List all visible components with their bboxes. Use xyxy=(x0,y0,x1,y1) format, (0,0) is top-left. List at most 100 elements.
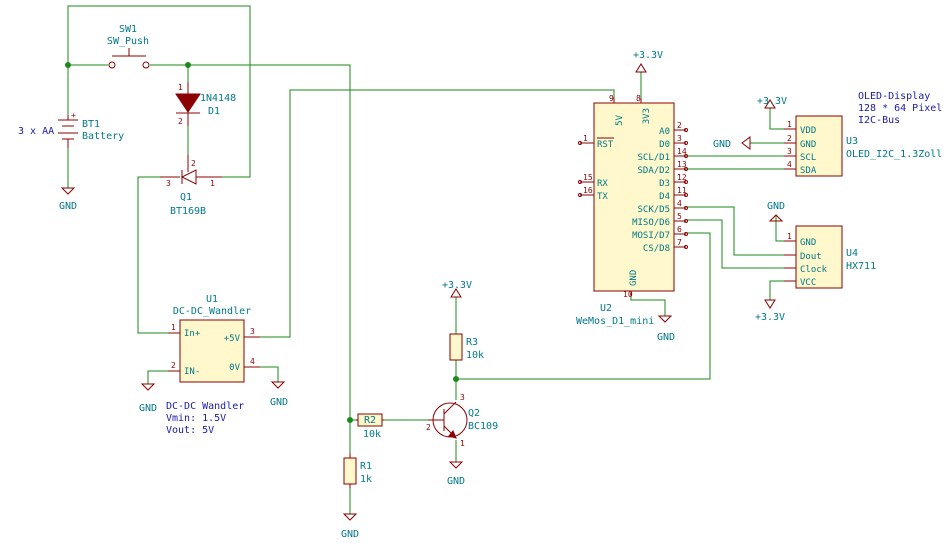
svg-text:GND: GND xyxy=(657,332,675,343)
gnd-symbol-bt1: GND xyxy=(59,187,77,212)
u3-pin-label: GND xyxy=(800,140,816,150)
sw1-ref: SW1 xyxy=(119,24,137,35)
r3-value: 10k xyxy=(466,350,484,361)
u2-ref: U2 xyxy=(600,303,612,314)
u2-label-5v: 5V xyxy=(615,114,625,125)
u3-value: OLED_I2C_1.3Zoll xyxy=(846,149,942,160)
u4-pin-label: VCC xyxy=(800,278,816,288)
u4-pin-label: GND xyxy=(800,238,816,248)
u3-ref: U3 xyxy=(846,136,858,147)
u1-ref: U1 xyxy=(206,294,218,305)
u1-note3: Vout: 5V xyxy=(166,425,214,436)
u2-right-pin-label: D3 xyxy=(659,179,670,189)
u1-note1: DC-DC Wandler xyxy=(166,401,244,412)
svg-text:GND: GND xyxy=(713,139,731,150)
u2-right-pin-num: 4 xyxy=(677,199,682,208)
resistor-r1: R1 1k xyxy=(343,453,372,488)
q2-pin2: 2 xyxy=(426,423,431,432)
q2-pin3: 3 xyxy=(460,393,465,402)
u2-right-pin-label: SCL/D1 xyxy=(637,153,670,163)
junctions xyxy=(65,62,459,423)
u2-pin9: 9 xyxy=(609,94,614,103)
d1-pin1: 1 xyxy=(178,83,183,92)
battery-bt1: + BT1 Battery 3 x AA xyxy=(18,111,124,148)
battery-plus: + xyxy=(71,111,76,120)
resistor-r3: R3 10k xyxy=(449,333,484,361)
u2-right-pin-label: A0 xyxy=(659,127,670,137)
u2-right-pin-num: 12 xyxy=(677,173,687,182)
r3-ref: R3 xyxy=(466,337,478,348)
u2-right-pin-label: MISO/D6 xyxy=(632,218,670,228)
dcdc-u1: In+ IN- +5V 0V 1 2 3 4 U1 DC-DC_Wandler … xyxy=(166,294,260,436)
u4-ref: U4 xyxy=(846,248,858,259)
svg-text:GND: GND xyxy=(270,397,288,408)
u2-left-pin-num: 1 xyxy=(583,134,588,143)
u1-note2: Vmin: 1.5V xyxy=(166,413,226,424)
vcc-symbol-r3: +3.3V xyxy=(442,280,472,298)
q1-ref: Q1 xyxy=(180,192,192,203)
u2-left-pin-num: 15 xyxy=(583,173,593,182)
sw1-value: SW_Push xyxy=(107,36,149,47)
d1-pin2: 2 xyxy=(178,117,183,126)
q2-pin1: 1 xyxy=(460,439,465,448)
u2-left-pin-label: TX xyxy=(597,192,608,202)
bt1-value: Battery xyxy=(82,131,124,142)
d1-value: 1N4148 xyxy=(200,93,236,104)
thyristor-q1: 2 3 1 Q1 BT169B xyxy=(160,155,222,217)
svg-text:+3.3V: +3.3V xyxy=(755,312,785,323)
u2-right-pin-num: 3 xyxy=(677,134,682,143)
u2-right-pin-label: MOSI/D7 xyxy=(632,231,670,241)
u1-pin-inm: IN- xyxy=(184,367,200,377)
u1-pin-5v: +5V xyxy=(224,334,241,344)
svg-text:GND: GND xyxy=(447,476,465,487)
u2-pin8: 8 xyxy=(636,94,641,103)
svg-text:+3.3V: +3.3V xyxy=(633,50,663,61)
u2-pin10: 10 xyxy=(623,290,633,299)
q2-value: BC109 xyxy=(468,421,498,432)
u2-right-pin-num: 13 xyxy=(677,160,687,169)
q1-pin2: 2 xyxy=(191,159,196,168)
gnd-symbol-u4: GND xyxy=(767,201,785,222)
transistor-q2: 2 3 1 Q2 BC109 xyxy=(426,393,498,448)
svg-text:+3.3V: +3.3V xyxy=(757,96,787,107)
u1-pn2: 2 xyxy=(171,361,176,370)
u2-right-pin-num: 2 xyxy=(677,121,682,130)
r2-ref: R2 xyxy=(364,415,376,426)
u1-pn1: 1 xyxy=(171,323,176,332)
u1-pin-0v: 0V xyxy=(229,363,240,373)
u2-right-pins: 2A03D014SCL/D113SDA/D212D311D44SCK/D55MI… xyxy=(632,121,688,254)
gnd-symbol-u1-out: GND xyxy=(270,381,288,408)
u2-right-pin-label: SDA/D2 xyxy=(637,166,670,176)
u2-label-gnd: GND xyxy=(629,270,639,286)
svg-text:GND: GND xyxy=(59,201,77,212)
u2-right-pin-num: 14 xyxy=(677,147,687,156)
u2-left-pin-num: 16 xyxy=(583,186,593,195)
d1-ref: D1 xyxy=(208,106,220,117)
u3-note2: 128 * 64 Pixel xyxy=(858,103,942,114)
u2-right-pin-label: CS/D8 xyxy=(643,244,670,254)
resistor-r2: R2 10k xyxy=(356,413,384,440)
u4-pin-num: 1 xyxy=(787,232,792,241)
svg-text:+3.3V: +3.3V xyxy=(442,280,472,291)
u3-note3: I2C-Bus xyxy=(858,115,900,126)
u2-label-3v3: 3V3 xyxy=(642,108,652,124)
u2-value: WeMos_D1_mini xyxy=(576,316,654,327)
svg-text:GND: GND xyxy=(767,201,785,212)
u3-pin-num: 3 xyxy=(787,147,792,156)
u2-right-pin-label: D4 xyxy=(659,192,670,202)
bt1-note: 3 x AA xyxy=(18,126,54,137)
u2-left-pin-label: RST xyxy=(597,140,614,150)
u2-right-pin-label: SCK/D5 xyxy=(637,205,670,215)
u2-right-pin-num: 7 xyxy=(677,238,682,247)
vcc-symbol-u4: +3.3V xyxy=(755,299,785,323)
q2-ref: Q2 xyxy=(468,408,480,419)
u3-pin-num: 1 xyxy=(787,120,792,129)
u4-value: HX711 xyxy=(846,261,876,272)
vcc-symbol-u2: +3.3V xyxy=(633,50,663,73)
